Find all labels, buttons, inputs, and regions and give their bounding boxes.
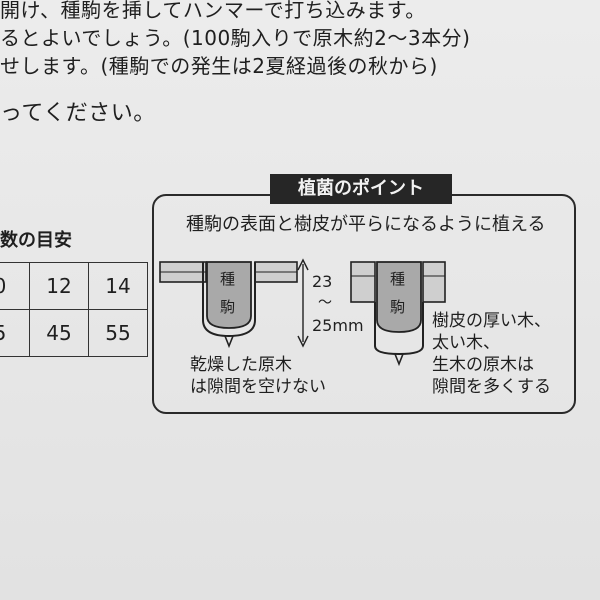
caption-thick-bark: 樹皮の厚い木、 太い木、 生木の原木は 隙間を多くする: [432, 310, 551, 398]
dimension-arrow: [297, 258, 309, 348]
spawn-label: 種: [390, 270, 406, 288]
dry-log-diagram: [159, 261, 298, 349]
spawn-label: 駒: [390, 298, 406, 316]
body-text-line-2: るとよいでしょう。(100駒入りで原木約2〜3本分): [0, 26, 471, 50]
table-cell: 14: [88, 262, 148, 310]
thick-bark-log-diagram: [350, 261, 446, 367]
table-title: 数の目安: [0, 230, 72, 251]
table-cell: 55: [88, 309, 148, 357]
dimension-tilde: 〜: [318, 295, 332, 311]
caption-line: 生木の原木は: [432, 355, 534, 375]
table-cell: 0: [0, 262, 30, 310]
caption-dry-log: 乾燥した原木 は隙間を空けない: [190, 354, 326, 398]
table-row: 5 45 55: [0, 309, 148, 357]
caption-line: 乾燥した原木: [190, 355, 292, 375]
caption-line: 太い木、: [432, 333, 500, 353]
table-cell: 12: [29, 262, 89, 310]
bark-strip: [422, 261, 446, 303]
caption-line: 隙間を多くする: [432, 377, 551, 397]
hole-outline: [202, 262, 256, 338]
body-text-line-3: せします。(種駒での発生は2夏経過後の秋から): [0, 54, 438, 78]
spawn-plug: [376, 261, 422, 333]
spawn-plug: [206, 261, 252, 329]
tip-heading: 種駒の表面と樹皮が平らになるように植える: [186, 214, 546, 235]
dimension-max: 25mm: [312, 316, 364, 335]
planting-diagram: [159, 258, 446, 367]
table-cell: 45: [29, 309, 89, 357]
spawn-count-table: 0 12 14 5 45 55: [0, 262, 148, 357]
hole-outline: [374, 302, 424, 356]
spawn-label: 駒: [220, 298, 236, 316]
caption-line: 樹皮の厚い木、: [432, 311, 551, 331]
body-text-line-4: ってください。: [0, 101, 156, 126]
table-row: 0 12 14: [0, 262, 148, 310]
table-cell: 5: [0, 309, 30, 357]
bark-strip: [350, 261, 376, 303]
dimension-min: 23: [312, 272, 333, 291]
spawn-label: 種: [220, 270, 236, 288]
tip-box-title: 植菌のポイント: [270, 174, 452, 204]
body-text-line-1: 開け、種駒を挿してハンマーで打ち込みます。: [0, 0, 426, 22]
caption-line: は隙間を空けない: [190, 377, 326, 397]
